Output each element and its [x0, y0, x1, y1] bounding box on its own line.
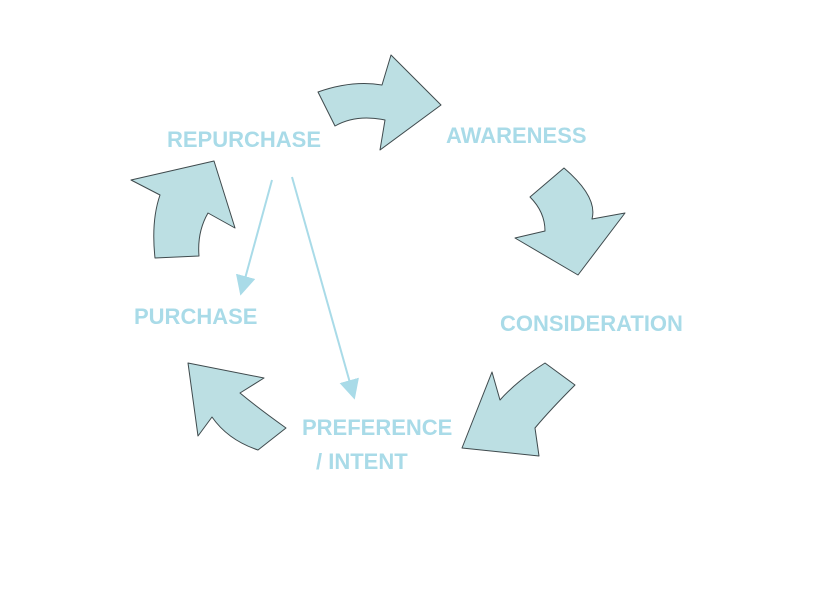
arrow-preference-to-purchase [187, 362, 287, 451]
shortcut-arrow-to-purchase [235, 179, 273, 296]
stage-label-awareness: AWARENESS [446, 123, 587, 148]
stage-label-preference: PREFERENCE [302, 415, 452, 440]
shortcut-arrow-to-preference [291, 176, 359, 400]
arrow-repurchase-to-awareness [317, 54, 442, 151]
stage-label-purchase: PURCHASE [134, 304, 257, 329]
stage-label-consideration: CONSIDERATION [500, 311, 683, 336]
arrow-consideration-to-preference [461, 362, 576, 457]
arrow-awareness-to-consideration [514, 167, 626, 276]
stage-label-intent: / INTENT [316, 449, 408, 474]
stage-label-repurchase: REPURCHASE [167, 127, 321, 152]
arrow-purchase-to-repurchase [130, 160, 236, 259]
